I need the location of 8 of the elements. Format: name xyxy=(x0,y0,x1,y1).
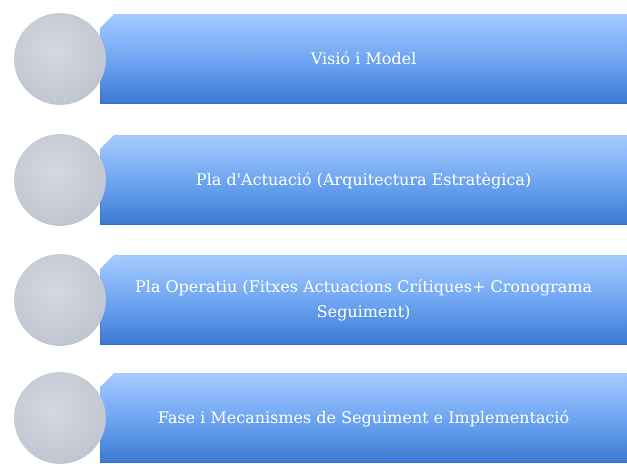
step-label: Visió i Model xyxy=(310,48,416,70)
step-label: Pla d'Actuació (Arquitectura Estratègica) xyxy=(196,168,532,191)
step-banner xyxy=(100,373,627,463)
step-banner xyxy=(100,135,627,225)
step-banner xyxy=(100,255,627,345)
step-label: Fase i Mecanismes de Seguiment e Implementació xyxy=(158,406,570,429)
step-label: Pla Operatiu (Fitxes Actuacions Crítiques+ Cronograma Seguiment) xyxy=(134,276,594,323)
step-banner xyxy=(100,14,627,104)
